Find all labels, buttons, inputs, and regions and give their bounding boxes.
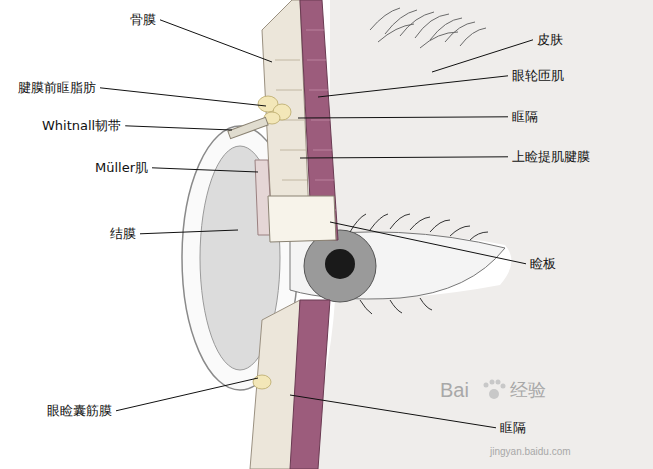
watermark: Bai [440,378,469,402]
leader-line [100,88,266,106]
leader-line [140,230,238,234]
part-label: 睑板 [530,256,556,272]
part-label: 眼睑囊筋膜 [47,403,112,419]
watermark: jingyan.baidu.com [490,446,571,458]
part-label: 眶隔 [500,420,526,436]
muscle-fibres [306,30,336,210]
pupil [325,249,355,279]
leader-line [125,126,232,130]
part-label: 上睑提肌腱膜 [512,149,590,165]
part-label: 结膜 [110,226,136,242]
tarsus [268,196,336,242]
leader-line [432,40,533,72]
part-label: 腱膜前眶脂肪 [18,80,96,96]
leader-line [298,117,508,118]
face-skin [300,0,653,469]
part-label: 骨膜 [130,12,156,28]
leader-line [152,168,258,172]
part-label: 眼轮匝肌 [512,68,564,84]
leader-line [300,157,508,158]
eyebrow [370,8,486,48]
eyelashes [350,214,488,314]
part-label: 皮肤 [537,32,563,48]
watermark: 经验 [510,380,546,402]
part-label: 眶隔 [512,109,538,125]
part-label: Whitnall韧带 [42,118,121,134]
whitnall-ligament [228,117,268,138]
orbicularis-lower [290,300,330,469]
leader-line [116,378,258,411]
lower-fat [253,375,271,389]
watermark-paw [484,380,506,400]
part-label: Müller肌 [95,160,148,176]
leader-line [318,76,508,97]
leader-line [330,222,526,264]
leader-line [160,20,272,62]
